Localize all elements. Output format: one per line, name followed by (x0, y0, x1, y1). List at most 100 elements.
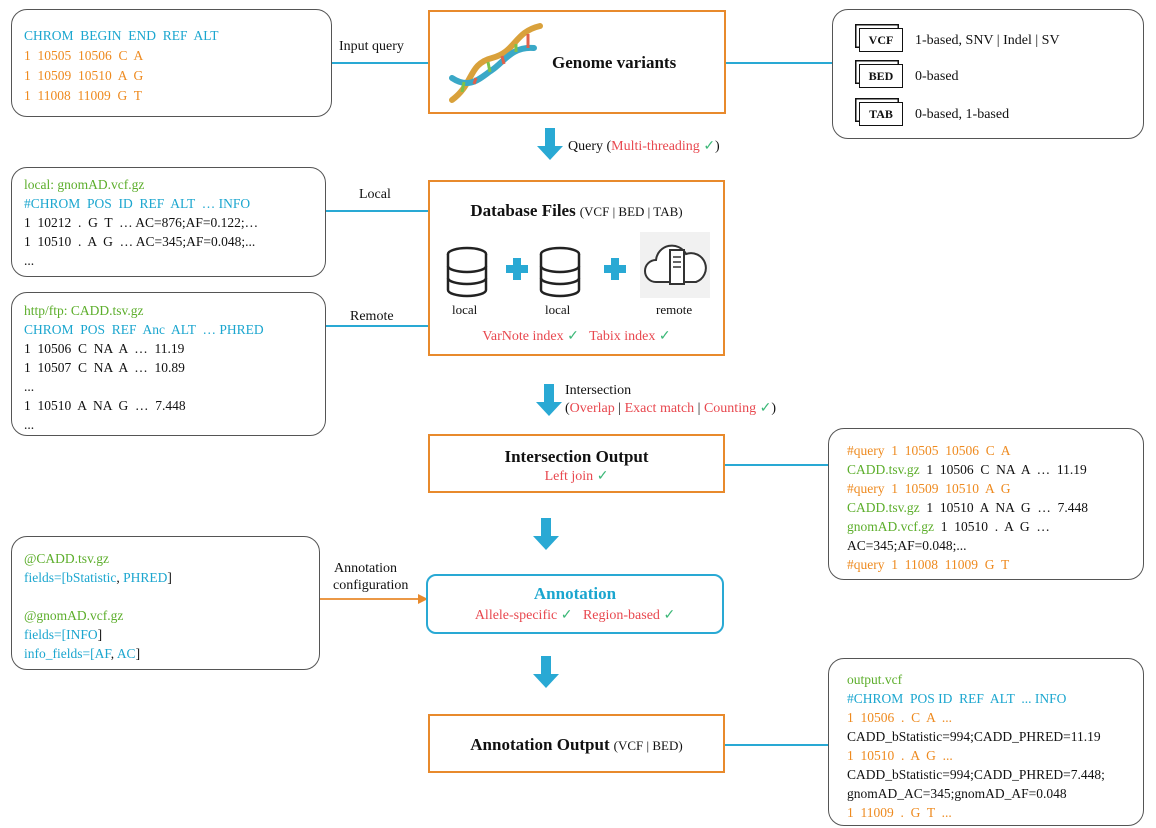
local-box-line: ... (24, 253, 35, 268)
dna-helix-icon (449, 23, 543, 103)
intersection-label-line2: (Overlap | Exact match | Counting ✓) (565, 400, 776, 418)
annotation-config-arrow (320, 594, 428, 604)
region-check-icon: ✓ (663, 608, 676, 623)
database-files-title: Database Files (470, 201, 576, 220)
output-box-line: gnomAD_AC=345;gnomAD_AF=0.048 (847, 786, 1067, 801)
config-box-segment: ] (135, 646, 141, 661)
annotation-title: Annotation (533, 584, 617, 603)
intersection-result-segment: gnomAD.vcf.gz (847, 519, 934, 534)
paren-close: ) (771, 401, 776, 416)
config-box-segment: AF (94, 646, 111, 661)
counting-option: Counting (703, 401, 757, 416)
local-database-icon (446, 246, 488, 298)
intersection-result-lines: #query 1 10505 10506 C A CADD.tsv.gz 1 10… (847, 441, 1088, 574)
intersection-output-sub: Left join ✓ (430, 468, 723, 485)
config-box-segment: bStatistic (66, 570, 117, 585)
intersection-result-line: CADD.tsv.gz 1 10510 A NA G … 7.448 (847, 498, 1088, 517)
varnote-index: VarNote index (482, 329, 564, 344)
intersection-output-title: Intersection Output (504, 447, 649, 466)
intersection-result-segment: AC=345;AF=0.048;... (847, 538, 967, 553)
intersection-result-segment: CADD.tsv.gz (847, 500, 920, 515)
output-box-line: CADD_bStatistic=994;CADD_PHRED=7.448; (847, 767, 1105, 782)
annotation-arrow-icon (533, 518, 559, 550)
config-box-segment: @CADD.tsv.gz (24, 551, 110, 566)
left-join-check-icon: ✓ (596, 469, 609, 484)
output-vcf-lines: output.vcf#CHROM POS ID REF ALT ... INFO… (847, 670, 1105, 822)
local-database-lines: local: gnomAD.vcf.gz#CHROM POS ID REF AL… (24, 175, 258, 270)
db3-label: remote (656, 302, 693, 317)
remote-box-line: 1 10507 C NA A … 10.89 (24, 360, 185, 375)
annotation-output-title: Annotation Output (470, 735, 610, 754)
vcf-format-tag: VCF (859, 28, 903, 52)
connector-intersection-result (725, 464, 828, 466)
input-box-line: 1 10505 10506 C A (24, 48, 144, 63)
intersection-result-segment: 1 10506 C NA A … 11.19 (919, 462, 1087, 477)
tab-format-tag: TAB (859, 102, 903, 126)
intersection-arrow-icon (536, 384, 562, 416)
intersection-result-box: #query 1 10505 10506 C A CADD.tsv.gz 1 10… (828, 428, 1144, 580)
config-box-segment: info_fields=[ (24, 646, 95, 661)
intersection-result-line: #query 1 11008 11009 G T (847, 555, 1088, 574)
region-based-option: Region-based (582, 608, 660, 623)
annotation-config-label-line1: Annotation (334, 561, 397, 576)
query-label-prefix: Query ( (568, 139, 612, 154)
paren-open: ( (565, 401, 570, 416)
database-files-box: Database Files (VCF | BED | TAB) local (428, 180, 725, 356)
connector-remote (326, 325, 428, 327)
config-box-segment: ] (167, 570, 172, 585)
input-box-line: 1 10509 10510 A G (24, 68, 144, 83)
genome-variants-title: Genome variants (552, 53, 677, 72)
plus-icon-2 (604, 258, 626, 280)
db1-label: local (452, 302, 478, 317)
varnote-check-icon: ✓ (567, 329, 579, 344)
db2-label: local (545, 302, 571, 317)
config-box-segment: PHRED (123, 570, 168, 585)
config-box-segment: , (116, 570, 124, 585)
connector-input (332, 62, 428, 64)
output-box-line: 1 10506 . C A ... (847, 710, 953, 725)
output-arrow-icon (533, 656, 559, 688)
query-label-highlight: Multi-threading (611, 139, 700, 154)
exact-match-option: Exact match (624, 401, 695, 416)
intersection-result-line: AC=345;AF=0.048;... (847, 536, 1088, 555)
overlap-option: Overlap (569, 401, 615, 416)
remote-box-line: ... (24, 379, 35, 394)
bed-format-desc: 0-based (915, 69, 959, 84)
config-box-segment (24, 589, 27, 604)
config-box-segment: ] (97, 627, 103, 642)
config-box-segment: INFO (66, 627, 98, 642)
plus-icon (506, 258, 528, 280)
bed-format-tag: BED (859, 64, 903, 88)
tab-format-desc: 0-based, 1-based (915, 107, 1010, 122)
annotation-config-lines: @CADD.tsv.gz fields=[ bStatistic, PHRED] @… (24, 549, 172, 663)
sep-1: | (614, 401, 625, 416)
intersection-result-line: #query 1 10505 10506 C A (847, 441, 1088, 460)
local-box-line: #CHROM POS ID REF ALT … INFO (24, 196, 251, 211)
intersection-result-segment: #query 1 10505 10506 C A (847, 443, 1011, 458)
query-label: Query (Multi-threading ✓) (568, 138, 720, 156)
tabix-index: Tabix index (589, 329, 656, 344)
intersection-result-segment: #query 1 11008 11009 G T (847, 557, 1010, 572)
intersection-result-segment: #query 1 10509 10510 A G (847, 481, 1011, 496)
config-box-line: @gnomAD.vcf.gz (24, 606, 172, 625)
cloud-server-icon (640, 232, 710, 298)
input-box-line: 1 11008 11009 G T (24, 88, 142, 103)
connector-formats (726, 62, 832, 64)
annotation-output-sub: (VCF | BED) (613, 738, 683, 753)
connector-local (326, 210, 428, 212)
allele-specific-option: Allele-specific (474, 608, 558, 623)
intersection-check-icon: ✓ (759, 401, 772, 416)
index-row: VarNote index ✓ Tabix index ✓ (430, 328, 723, 345)
output-box-line: 1 11009 . G T ... (847, 805, 952, 820)
output-vcf-box: output.vcf#CHROM POS ID REF ALT ... INFO… (828, 658, 1144, 826)
local-database-icon-2 (539, 246, 581, 298)
local-label: Local (359, 187, 391, 202)
config-box-segment: fields=[ (24, 627, 67, 642)
output-box-line: #CHROM POS ID REF ALT ... INFO (847, 691, 1067, 706)
left-join-label: Left join (544, 469, 594, 484)
remote-box-line: ... (24, 417, 35, 432)
database-files-subtitle: (VCF | BED | TAB) (579, 204, 683, 219)
